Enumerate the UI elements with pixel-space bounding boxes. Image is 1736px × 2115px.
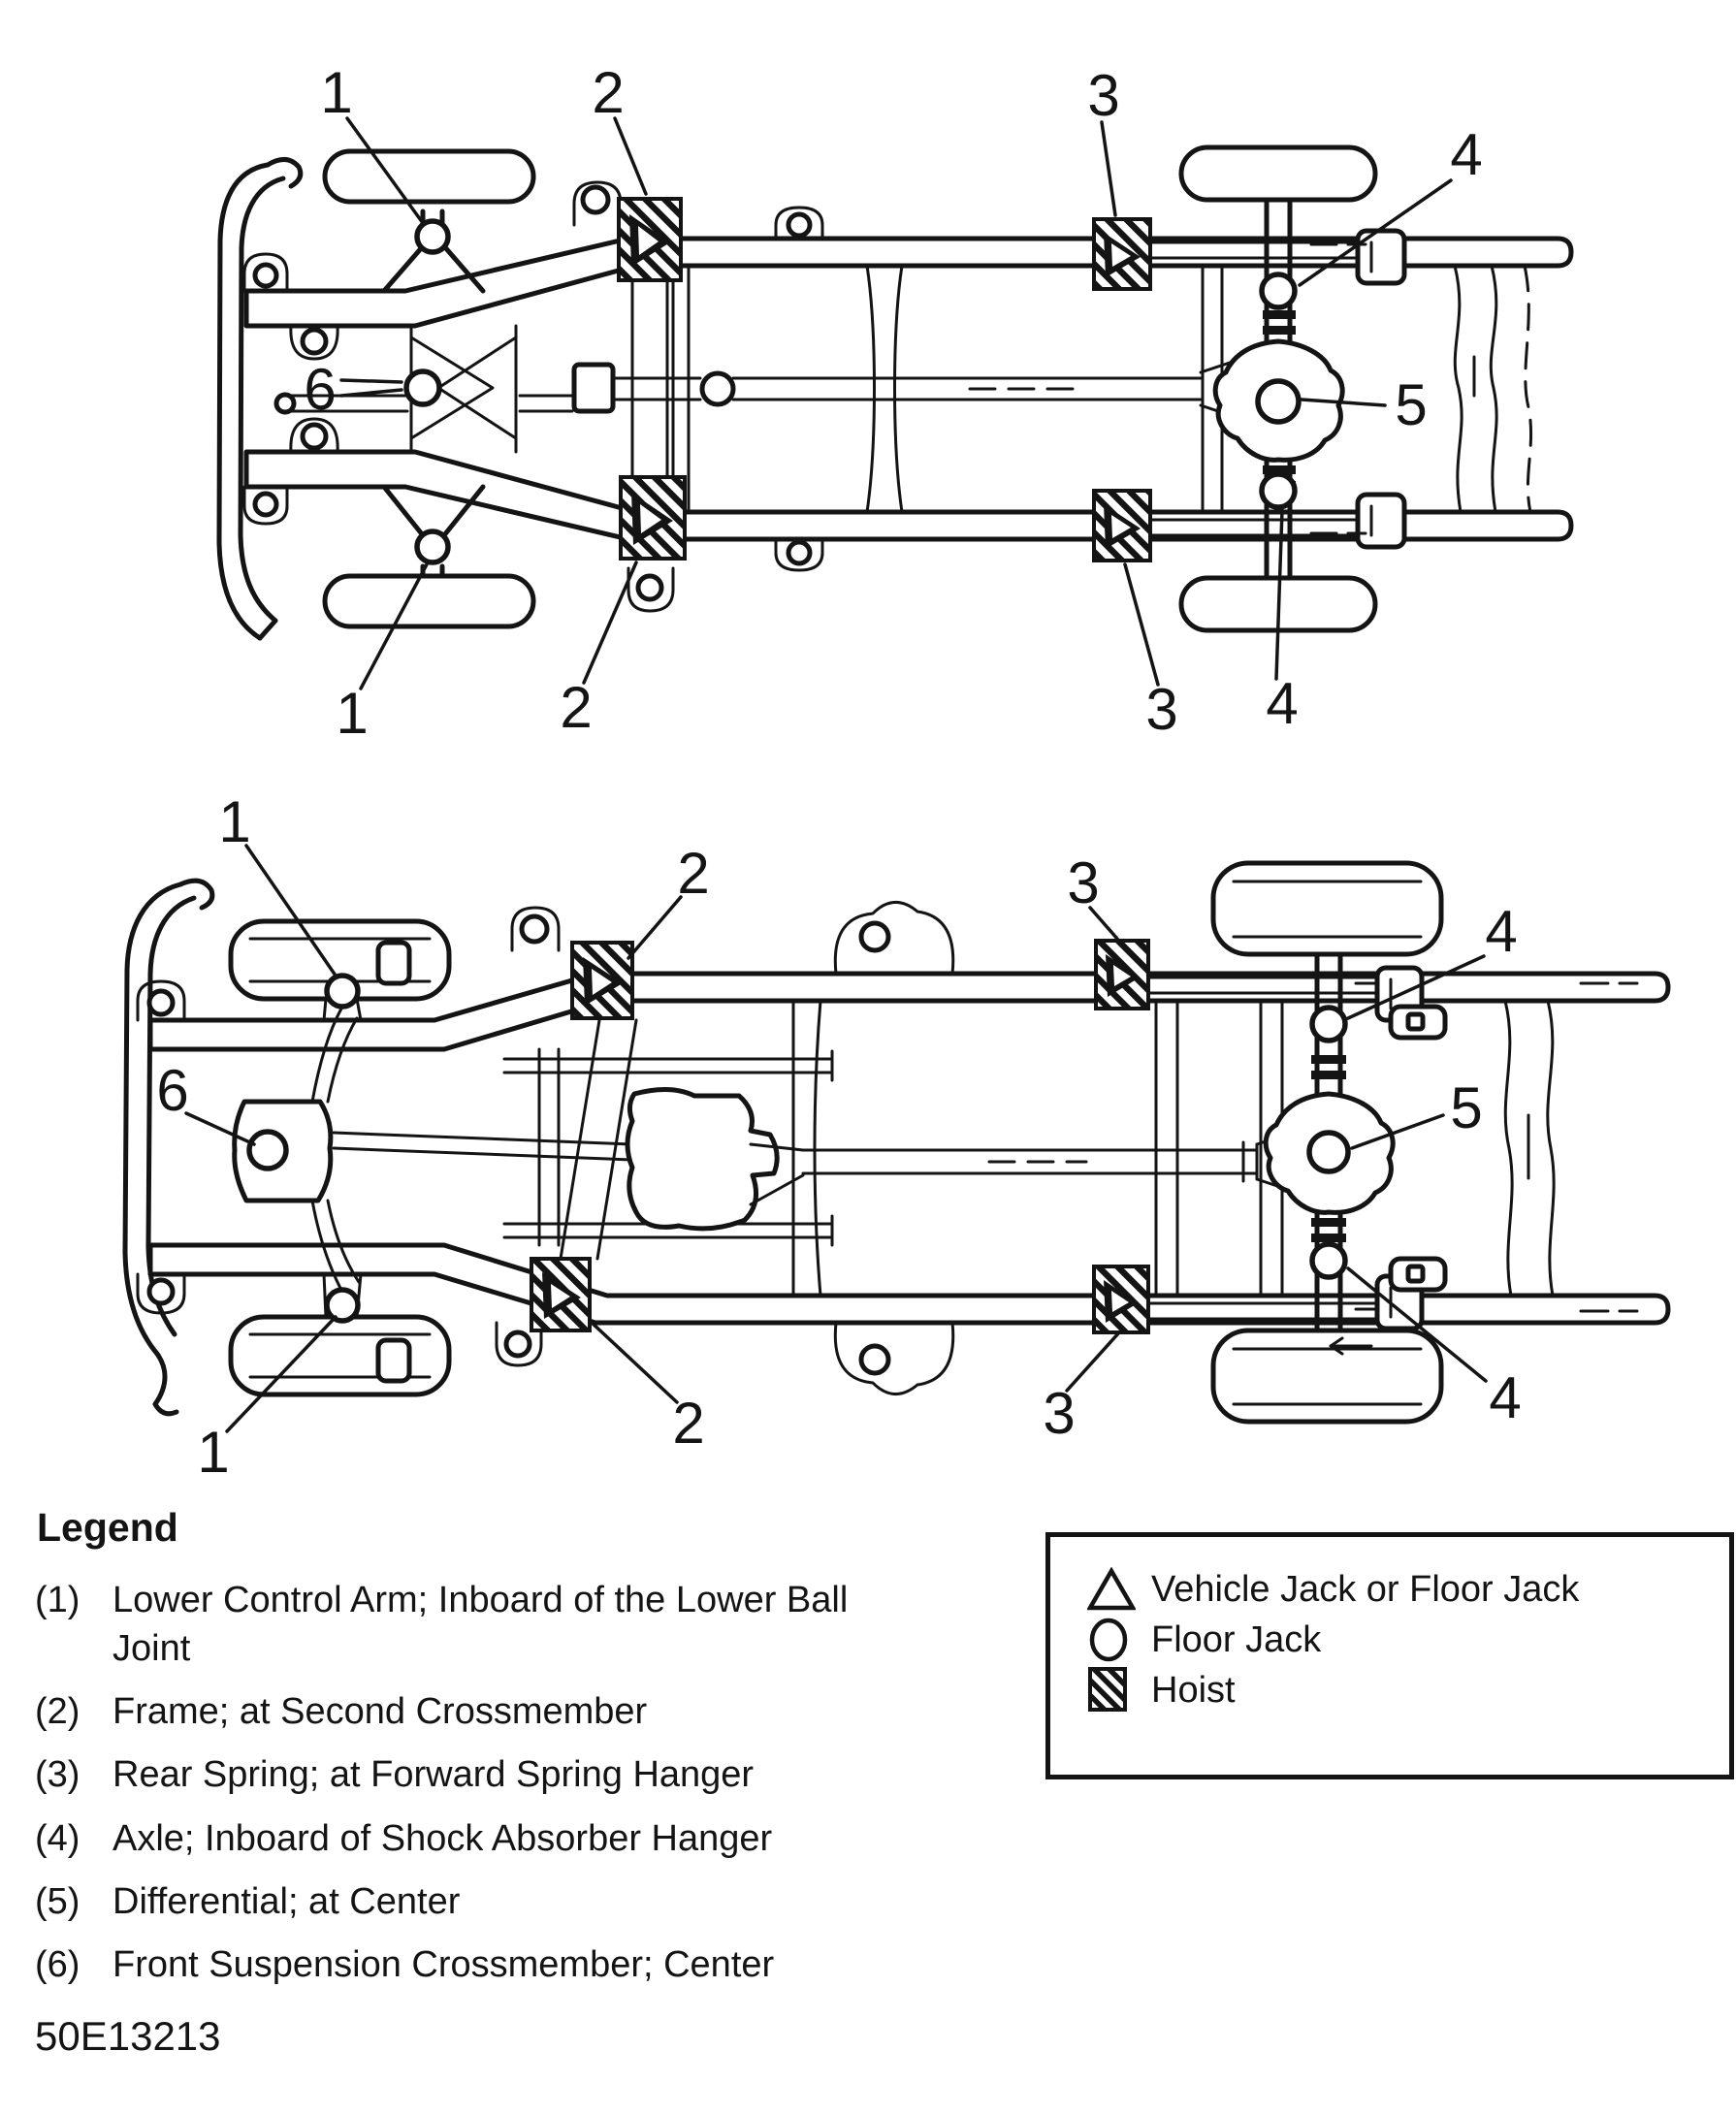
legend-item-5: (5) Differential; at Center: [35, 1877, 913, 1926]
callout-4-upper: 4: [1450, 122, 1482, 187]
wheel-rear-left: [1210, 860, 1444, 957]
callout-1-lower: 1: [197, 1420, 229, 1485]
legend-item-number: (1): [35, 1580, 80, 1620]
chassis-top-view-2wd: 1 2 3 4 5 6 1 2 3 4: [216, 60, 1574, 746]
callout-3-lower: 3: [1145, 677, 1177, 742]
hoist-marker-2-left: [570, 941, 634, 1020]
hoist-marker-2-right: [619, 475, 687, 561]
frame-rail-left: [243, 236, 1574, 329]
frame-brackets: [242, 180, 824, 613]
transmission-transfer-case: [625, 1086, 780, 1232]
driveline: [571, 361, 1232, 417]
callout-2-lower: 2: [672, 1391, 704, 1456]
legend-item-number: (5): [35, 1880, 80, 1922]
legend-item-number: (3): [35, 1754, 80, 1796]
jack-point-4-right: [1259, 471, 1298, 510]
hoist-marker-3-right: [1092, 489, 1152, 562]
vehicle-jack-triangle-icon: [1087, 1567, 1151, 1612]
rear-leaf-springs: [1148, 228, 1407, 550]
legend-item-text: Frame; at Second Crossmember: [113, 1691, 648, 1733]
symbol-key-label: Hoist: [1151, 1669, 1236, 1711]
callout-2-upper: 2: [592, 60, 624, 125]
hoist-hatched-square-icon: [1087, 1666, 1151, 1714]
callout-5: 5: [1395, 372, 1427, 437]
legend-item-text: Rear Spring; at Forward Spring Hanger: [113, 1754, 755, 1796]
legend-item-3: (3) Rear Spring; at Forward Spring Hange…: [35, 1750, 913, 1799]
jack-point-4-left: [1309, 1005, 1348, 1043]
figure-code: 50E13213: [35, 2013, 221, 2059]
wheel-front-left: [322, 148, 536, 205]
legend-item-6: (6) Front Suspension Crossmember; Center: [35, 1940, 913, 1989]
callout-6: 6: [304, 357, 336, 422]
legend-item-text: Lower Control Arm; Inboard of the Lower …: [113, 1580, 849, 1670]
leader-lines: [339, 116, 1453, 690]
jack-point-5: [1255, 378, 1302, 425]
floor-jack-circle-icon: [1087, 1618, 1151, 1662]
wheel-front-right: [322, 573, 536, 629]
callout-4-upper: 4: [1485, 899, 1517, 964]
symbol-key-label: Floor Jack: [1151, 1618, 1322, 1660]
callout-1-upper: 1: [320, 60, 352, 125]
jack-point-6: [246, 1129, 289, 1171]
jack-point-1-left: [414, 218, 451, 255]
leader-lines: [184, 844, 1488, 1433]
wheel-rear-right: [1210, 1328, 1444, 1425]
frame-brackets: [136, 901, 1448, 1395]
jack-point-1-right: [414, 529, 451, 565]
legend-title: Legend: [37, 1505, 178, 1550]
crossmembers: [630, 264, 1533, 514]
wheel-rear-left: [1178, 144, 1378, 203]
legend-item-text: Front Suspension Crossmember; Center: [113, 1943, 775, 1985]
callout-3-lower: 3: [1043, 1381, 1075, 1446]
callout-2-lower: 2: [560, 675, 592, 740]
hoist-marker-3-left: [1094, 939, 1150, 1010]
jack-point-1-left: [324, 973, 361, 1009]
legend-item-2: (2) Frame; at Second Crossmember: [35, 1687, 913, 1736]
callout-3-upper: 3: [1067, 850, 1099, 915]
hoist-marker-2-left: [617, 197, 683, 282]
callout-1-lower: 1: [336, 681, 368, 746]
legend-item-4: (4) Axle; Inboard of Shock Absorber Hang…: [35, 1814, 913, 1863]
legend-item-text: Axle; Inboard of Shock Absorber Hanger: [113, 1817, 773, 1859]
symbol-key-row-vehicle-jack: Vehicle Jack or Floor Jack: [1087, 1564, 1729, 1615]
symbol-key-row-hoist: Hoist: [1087, 1665, 1729, 1715]
jack-point-6: [403, 369, 442, 407]
front-suspension: [273, 208, 574, 579]
front-bumper: [122, 878, 215, 1417]
callout-4-lower: 4: [1266, 671, 1298, 736]
callout-6: 6: [156, 1058, 188, 1123]
legend: Legend (1) Lower Control Arm; Inboard of…: [35, 1505, 913, 2003]
front-bumper: [216, 157, 304, 641]
frame-rail-right: [243, 449, 1574, 542]
jack-point-4-right: [1309, 1241, 1348, 1280]
jack-point-1-right: [324, 1287, 361, 1324]
wheel-front-right: [228, 1314, 452, 1397]
callout-1-upper: 1: [218, 789, 250, 854]
callout-5: 5: [1450, 1075, 1482, 1140]
symbol-key-box: Vehicle Jack or Floor Jack Floor Jack Ho…: [1045, 1532, 1734, 1779]
chassis-top-view-4wd: 1 2 3 4 5 6 2 3 4 1: [122, 789, 1671, 1485]
callout-4-lower: 4: [1489, 1365, 1521, 1430]
legend-item-1: (1) Lower Control Arm; Inboard of the Lo…: [35, 1576, 913, 1673]
legend-item-number: (2): [35, 1691, 80, 1733]
hoist-marker-2-right: [530, 1257, 592, 1332]
callout-2-upper: 2: [677, 841, 709, 906]
legend-item-number: (6): [35, 1943, 80, 1985]
driveline: [625, 1086, 1282, 1232]
legend-item-number: (4): [35, 1817, 80, 1859]
legend-item-text: Differential; at Center: [113, 1880, 461, 1922]
jack-point-4-left: [1259, 272, 1298, 310]
jack-point-5: [1306, 1130, 1351, 1174]
symbol-key-row-floor-jack: Floor Jack: [1087, 1615, 1729, 1665]
hoist-marker-3-left: [1092, 217, 1152, 291]
callout-3-upper: 3: [1087, 63, 1119, 128]
symbol-key-label: Vehicle Jack or Floor Jack: [1151, 1568, 1580, 1610]
hoist-marker-3-right: [1092, 1265, 1150, 1334]
